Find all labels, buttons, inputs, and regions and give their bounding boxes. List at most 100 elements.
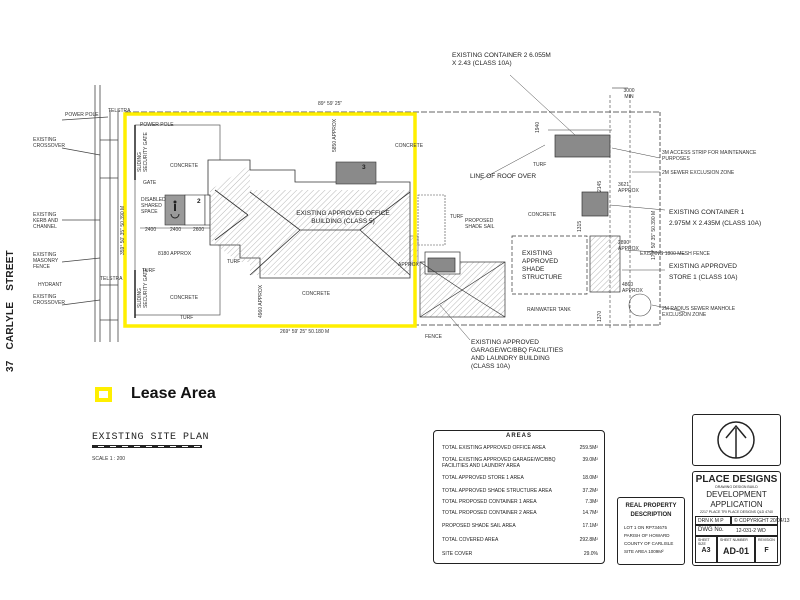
north-arrow-box — [692, 414, 781, 466]
label-dim-2145: 2145 — [597, 180, 603, 192]
copyright-cell: © COPYRIGHT 20/04/13 — [731, 516, 790, 525]
label-turf-1: TURF — [142, 268, 156, 274]
label-concrete-1: CONCRETE — [170, 163, 199, 169]
label-sewer-exclusion: 2m SEWER EXCLUSION ZONE — [662, 170, 735, 176]
label-gate: GATE — [143, 180, 157, 186]
label-telstra-bottom: TELSTRA — [100, 276, 123, 282]
label-fence: FENCE — [425, 334, 442, 340]
company-name: PLACE DESIGNS — [695, 474, 778, 485]
drawn-value: K M P — [710, 518, 724, 524]
label-rainwater-tank: RAINWATER TANK — [527, 307, 571, 313]
label-container-1-size: 2.975m x 2.435m (CLASS 10a) — [669, 220, 762, 227]
drawn-by-cell: DRN K M P — [695, 516, 731, 525]
areas-row-value: 7.3m² — [585, 499, 598, 505]
site-plan-title: EXISTING SITE PLAN — [92, 432, 210, 443]
label-dim-3621: 3621 APPROX — [618, 182, 639, 194]
real-property-title-line2: DESCRIPTION — [630, 512, 672, 518]
label-power-pole-inner: POWER POLE — [140, 122, 174, 128]
title-block: PLACE DESIGNS DRAWING DESIGN BUILD DEVEL… — [692, 471, 790, 566]
label-mesh-fence: EXISTING 1800 MESH FENCE — [640, 251, 711, 257]
label-turf-4: TURF — [450, 214, 464, 220]
label-concrete-5: CONCRETE — [302, 291, 331, 297]
label-power-pole: POWER POLE — [65, 112, 99, 118]
label-proposed-shade-sail: PROPOSED SHADE SAIL — [465, 218, 495, 230]
areas-row-value: 259.5m² — [579, 445, 598, 451]
street-name: 37 CARLYLE STREET — [5, 250, 16, 372]
revision-label: REVISION — [758, 538, 775, 542]
real-property-line: LOT 1 ON RP734675 — [624, 525, 667, 530]
areas-row-value: 292.8m² — [579, 537, 598, 543]
stage-line1: DEVELOPMENT — [706, 490, 767, 499]
leader-lines — [439, 74, 686, 341]
label-store-1-title: EXISTING APPROVED — [669, 263, 737, 270]
real-property-line: SITE AREA 1009m² — [624, 549, 664, 554]
real-property-title-line1: REAL PROPERTY — [625, 503, 677, 509]
label-shade-structure: EXISTING APPROVED SHADE STRUCTURE — [522, 250, 563, 281]
areas-row-value: 29.0% — [583, 551, 598, 557]
street-verge — [61, 85, 119, 342]
label-concrete-3: CONCRETE — [395, 143, 424, 149]
sheet-number-cell: SHEET NUMBER AD-01 — [717, 536, 755, 563]
real-property-title: REAL PROPERTY DESCRIPTION — [618, 502, 684, 520]
store-1 — [589, 235, 621, 293]
areas-row-label: TOTAL APPROVED STORE 1 AREA — [442, 475, 524, 481]
label-sliding-gate-top: SLIDING SECURITY GATE — [137, 132, 149, 172]
north-arrow-icon — [717, 421, 755, 459]
container-1 — [581, 191, 609, 217]
shade-structure-outline — [511, 235, 588, 295]
street-type: STREET — [5, 250, 16, 291]
label-existing-kerb: EXISTING KERB AND CHANNEL — [33, 212, 59, 230]
areas-row-value: 17.1m² — [582, 523, 598, 529]
label-dim-2400a: 2400 — [145, 227, 157, 233]
label-office-building: EXISTING APPROVED OFFICE BUILDING (CLASS… — [296, 210, 390, 225]
label-existing-crossover-top: EXISTING CROSSOVER — [33, 137, 65, 149]
areas-row-value: 18.0m² — [582, 475, 598, 481]
areas-row-value: 39.0m² — [582, 457, 598, 463]
label-dim-5850: 5850 APPROX — [332, 118, 338, 152]
label-bay-3: 3 — [362, 164, 366, 171]
sheet-size-label: SHEET SIZE — [698, 538, 710, 546]
label-telstra-top: TELSTRA — [108, 108, 131, 114]
lease-area-label: Lease Area — [131, 385, 216, 402]
label-manhole-zone: 2m RADIUS SEWER MANHOLE EXCLUSION ZONE — [662, 306, 736, 318]
areas-row-label: TOTAL PROPOSED CONTAINER 2 AREA — [442, 510, 537, 516]
sheet-number-value: AD-01 — [722, 546, 749, 556]
areas-row-label: TOTAL PROPOSED CONTAINER 1 AREA — [442, 499, 537, 505]
label-store-1-size: STORE 1 (CLASS 10a) — [669, 274, 738, 281]
areas-title: AREAS — [505, 433, 532, 439]
revision-cell: REVISION F — [755, 536, 778, 563]
label-access-strip: 3m ACCESS STRIP FOR MAINTENANCE PURPOSES — [662, 150, 757, 162]
label-approx-small: APPROX — [398, 262, 419, 268]
garage-building — [419, 251, 506, 318]
drawn-label: DRN — [698, 518, 709, 524]
real-property-box: REAL PROPERTY DESCRIPTION LOT 1 ON RP734… — [617, 497, 685, 565]
areas-row-value: 14.7m² — [582, 510, 598, 516]
label-dim-3000: 3000 MIN — [623, 88, 635, 100]
container-2 — [554, 134, 611, 158]
areas-row-label: TOTAL EXISTING APPROVED OFFICE AREA — [442, 445, 546, 451]
label-bay-2: 2 — [197, 198, 201, 205]
areas-row-label: PROPOSED SHADE SAIL AREA — [442, 523, 516, 529]
label-turf-2: TURF — [227, 259, 241, 265]
areas-row-label: TOTAL COVERED AREA — [442, 537, 499, 543]
label-dim-2600: 2600 — [193, 227, 205, 233]
areas-row-label: SITE COVER — [442, 551, 473, 557]
label-dim-2400b: 2400 — [170, 227, 182, 233]
label-dim-1940: 1940 — [535, 121, 541, 133]
label-container-2: EXISTING CONTAINER 2 6.055m x 2.43 (CLAS… — [452, 52, 551, 67]
label-boundary-bottom: 269° 59' 25" 50.180 m — [280, 329, 330, 335]
label-right-boundary: 179° 50' 35" 50.390 m — [651, 210, 657, 260]
scale-bar — [92, 445, 202, 448]
real-property-line: COUNTY OF CARLISLE — [624, 541, 674, 546]
stage-line2: APPLICATION — [710, 500, 763, 509]
label-dim-4860: 4860 APPROX — [622, 282, 643, 294]
revision-value: F — [764, 547, 769, 554]
label-dim-1370: 1370 — [597, 310, 603, 322]
sewer-manhole — [628, 293, 652, 317]
label-line-of-roof: LINE OF ROOF OVER — [470, 173, 537, 180]
areas-row-label: TOTAL EXISTING APPROVED GARAGE/WC/BBQ FA… — [442, 457, 556, 469]
label-disabled-space: DISABLED SHARED SPACE — [141, 197, 166, 215]
scale-text: SCALE 1 : 200 — [92, 456, 126, 462]
